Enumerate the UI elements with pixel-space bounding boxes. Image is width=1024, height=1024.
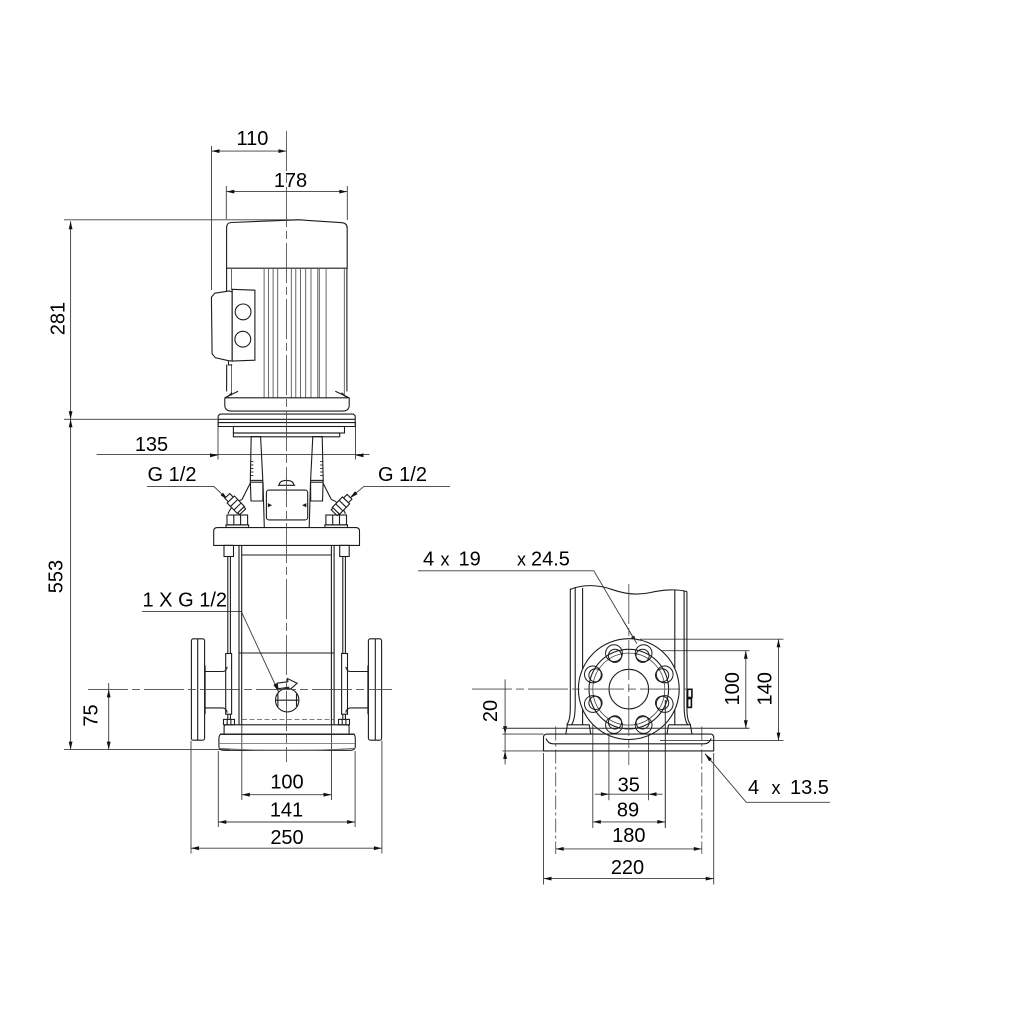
svg-text:553: 553	[46, 560, 68, 593]
svg-text:x: x	[517, 549, 526, 569]
svg-text:13.5: 13.5	[790, 777, 829, 799]
svg-text:180: 180	[612, 825, 645, 847]
svg-text:100: 100	[722, 672, 744, 705]
svg-text:1 X G 1/2: 1 X G 1/2	[143, 589, 228, 611]
svg-text:75: 75	[81, 704, 103, 726]
svg-text:x: x	[772, 778, 781, 798]
svg-text:4: 4	[748, 777, 759, 799]
svg-text:89: 89	[617, 799, 639, 821]
svg-text:178: 178	[274, 170, 307, 192]
svg-text:220: 220	[611, 857, 644, 879]
svg-text:110: 110	[237, 128, 269, 150]
svg-text:20: 20	[480, 700, 502, 722]
svg-text:35: 35	[618, 775, 640, 797]
svg-text:141: 141	[270, 799, 303, 821]
svg-text:4: 4	[423, 548, 434, 570]
svg-text:250: 250	[270, 827, 303, 849]
svg-text:x: x	[441, 549, 450, 569]
svg-text:100: 100	[270, 772, 303, 794]
svg-text:24.5: 24.5	[531, 548, 570, 570]
svg-text:G 1/2: G 1/2	[378, 464, 427, 486]
svg-text:19: 19	[459, 548, 481, 570]
svg-text:G 1/2: G 1/2	[148, 464, 197, 486]
svg-text:135: 135	[135, 434, 168, 456]
svg-text:140: 140	[754, 672, 776, 705]
svg-text:281: 281	[48, 302, 70, 335]
